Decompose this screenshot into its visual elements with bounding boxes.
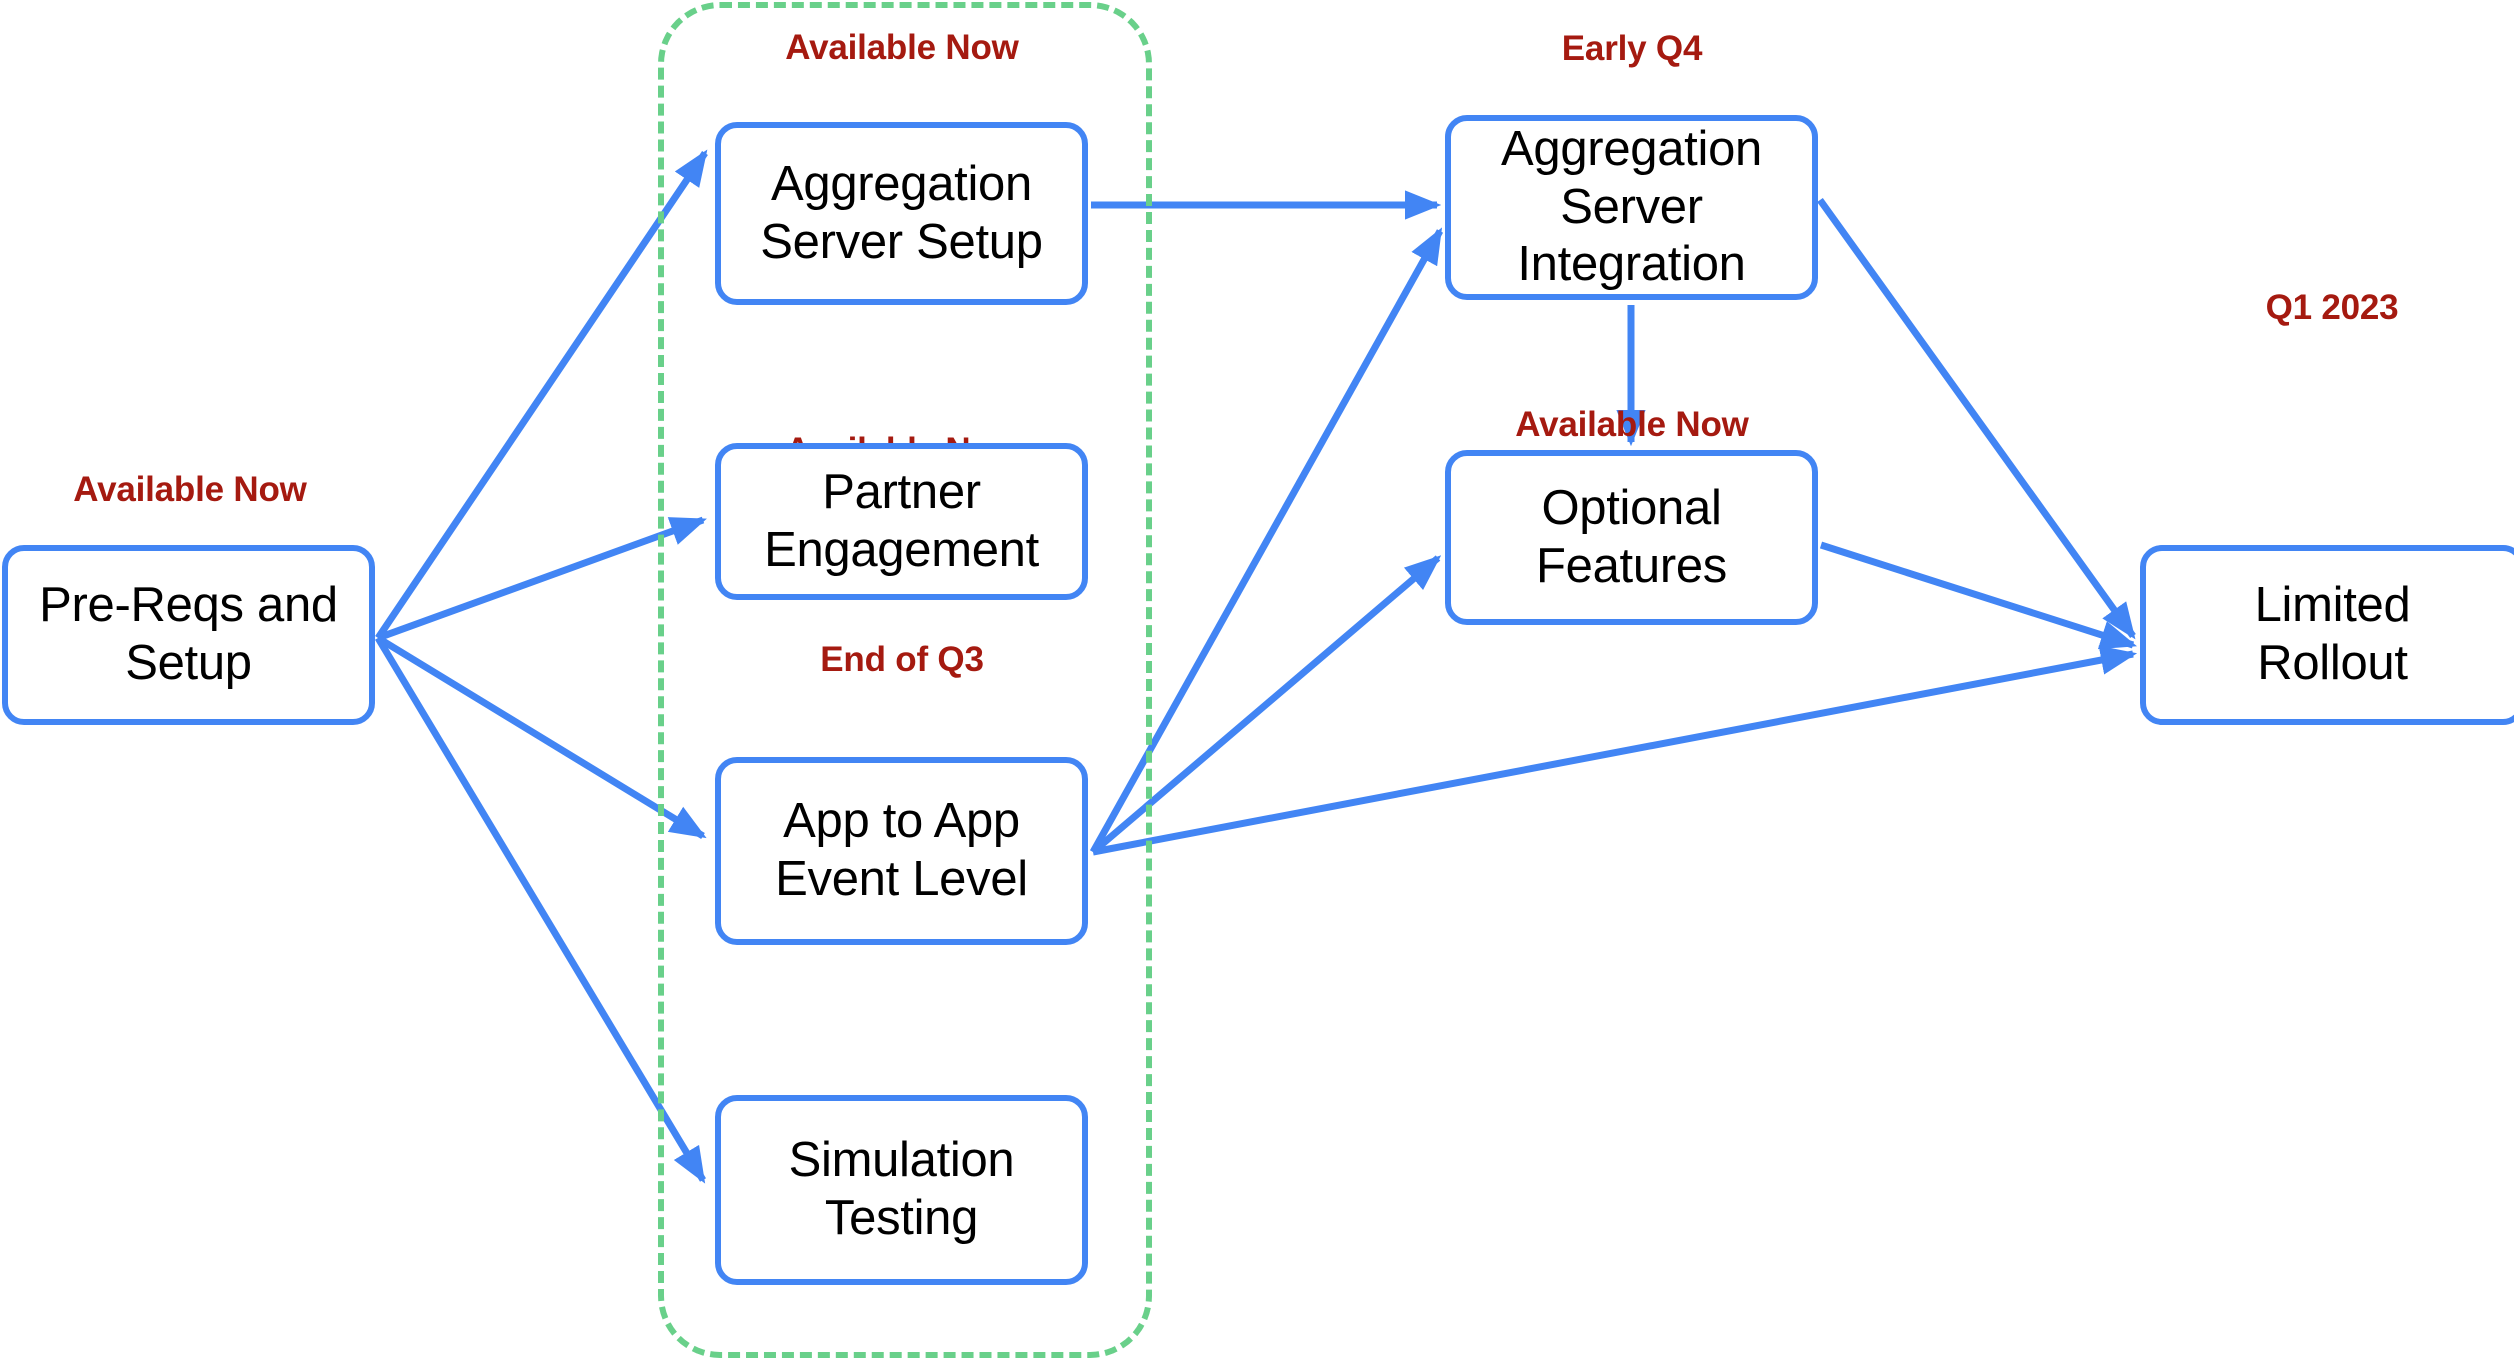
node-label: Aggregation Server Setup xyxy=(760,156,1043,269)
node-optional-features[interactable]: Optional Features xyxy=(1445,450,1818,625)
node-simulation-testing[interactable]: Simulation Testing xyxy=(715,1095,1088,1285)
node-app-to-app-event-level[interactable]: App to App Event Level xyxy=(715,757,1088,945)
node-label: Optional Features xyxy=(1536,480,1727,593)
stamp-pre-reqs: Available Now xyxy=(73,470,307,509)
edge-prereqs-to-agg-setup xyxy=(375,149,708,640)
node-label: Simulation Testing xyxy=(788,1133,1015,1245)
stamp-agg-setup: Available Now xyxy=(785,28,1019,67)
node-limited-rollout[interactable]: Limited Rollout xyxy=(2140,545,2514,725)
available-now-group-container xyxy=(658,2,1152,1358)
node-aggregation-server-integration[interactable]: Aggregation Server Integration xyxy=(1445,115,1818,300)
node-label: Limited Rollout xyxy=(2254,578,2411,690)
node-pre-reqs-and-setup[interactable]: Pre-Reqs and Setup xyxy=(2,545,375,725)
node-label: Aggregation Server Integration xyxy=(1501,121,1762,292)
stamp-limited-rollout: Q1 2023 xyxy=(2265,288,2399,327)
stamp-optional: Available Now xyxy=(1515,405,1749,444)
edge-prereqs-to-partner xyxy=(376,516,707,642)
edge-prereqs-to-sim-testing xyxy=(374,636,707,1184)
stamp-sim-testing: End of Q3 xyxy=(820,640,984,679)
edge-prereqs-to-app-to-app xyxy=(376,635,707,839)
node-aggregation-server-setup[interactable]: Aggregation Server Setup xyxy=(715,122,1088,305)
node-label: Pre-Reqs and Setup xyxy=(39,578,338,690)
node-partner-engagement[interactable]: Partner Engagement xyxy=(715,443,1088,600)
node-label: App to App Event Level xyxy=(775,794,1028,906)
edge-app-to-app-to-rollout xyxy=(1092,645,2138,856)
node-label: Partner Engagement xyxy=(764,464,1039,577)
edge-integration-to-rollout xyxy=(1817,197,2136,640)
stamp-agg-integration: Early Q4 xyxy=(1561,29,1703,68)
edge-optional-to-rollout xyxy=(1819,541,2137,650)
